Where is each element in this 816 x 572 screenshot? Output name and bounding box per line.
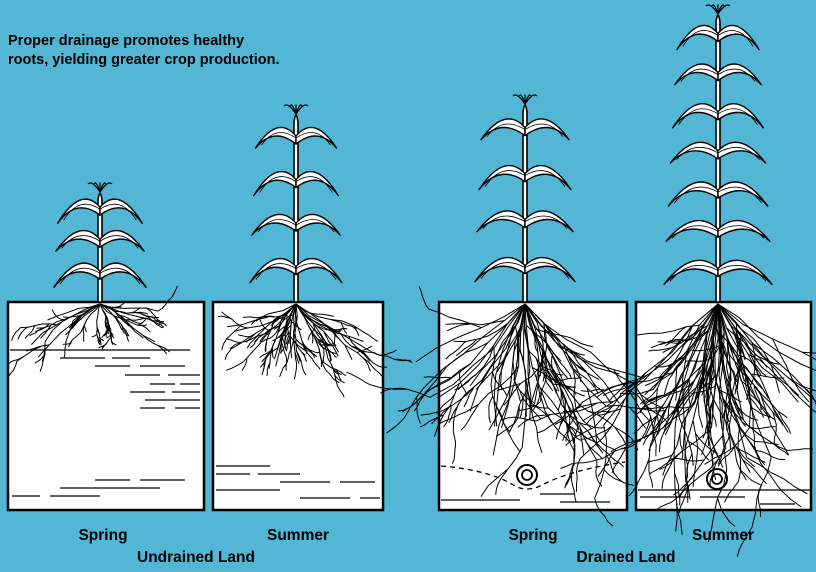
group-label-drained: Drained Land: [526, 549, 726, 567]
panel-label-drained-spring: Spring: [490, 527, 576, 545]
corn-plant-drained-summer: [664, 5, 772, 302]
corn-plant-undrained-spring: [54, 183, 146, 302]
panel-label-undrained-spring: Spring: [60, 527, 146, 545]
corn-plant-undrained-summer: [250, 105, 342, 302]
group-label-undrained: Undrained Land: [96, 549, 296, 567]
corn-plant-drained-spring: [475, 95, 575, 302]
panel-label-undrained-summer: Summer: [255, 527, 341, 545]
tile-drain-icon: [517, 465, 537, 485]
corn-plants: [54, 5, 772, 302]
panel-label-drained-summer: Summer: [680, 527, 766, 545]
